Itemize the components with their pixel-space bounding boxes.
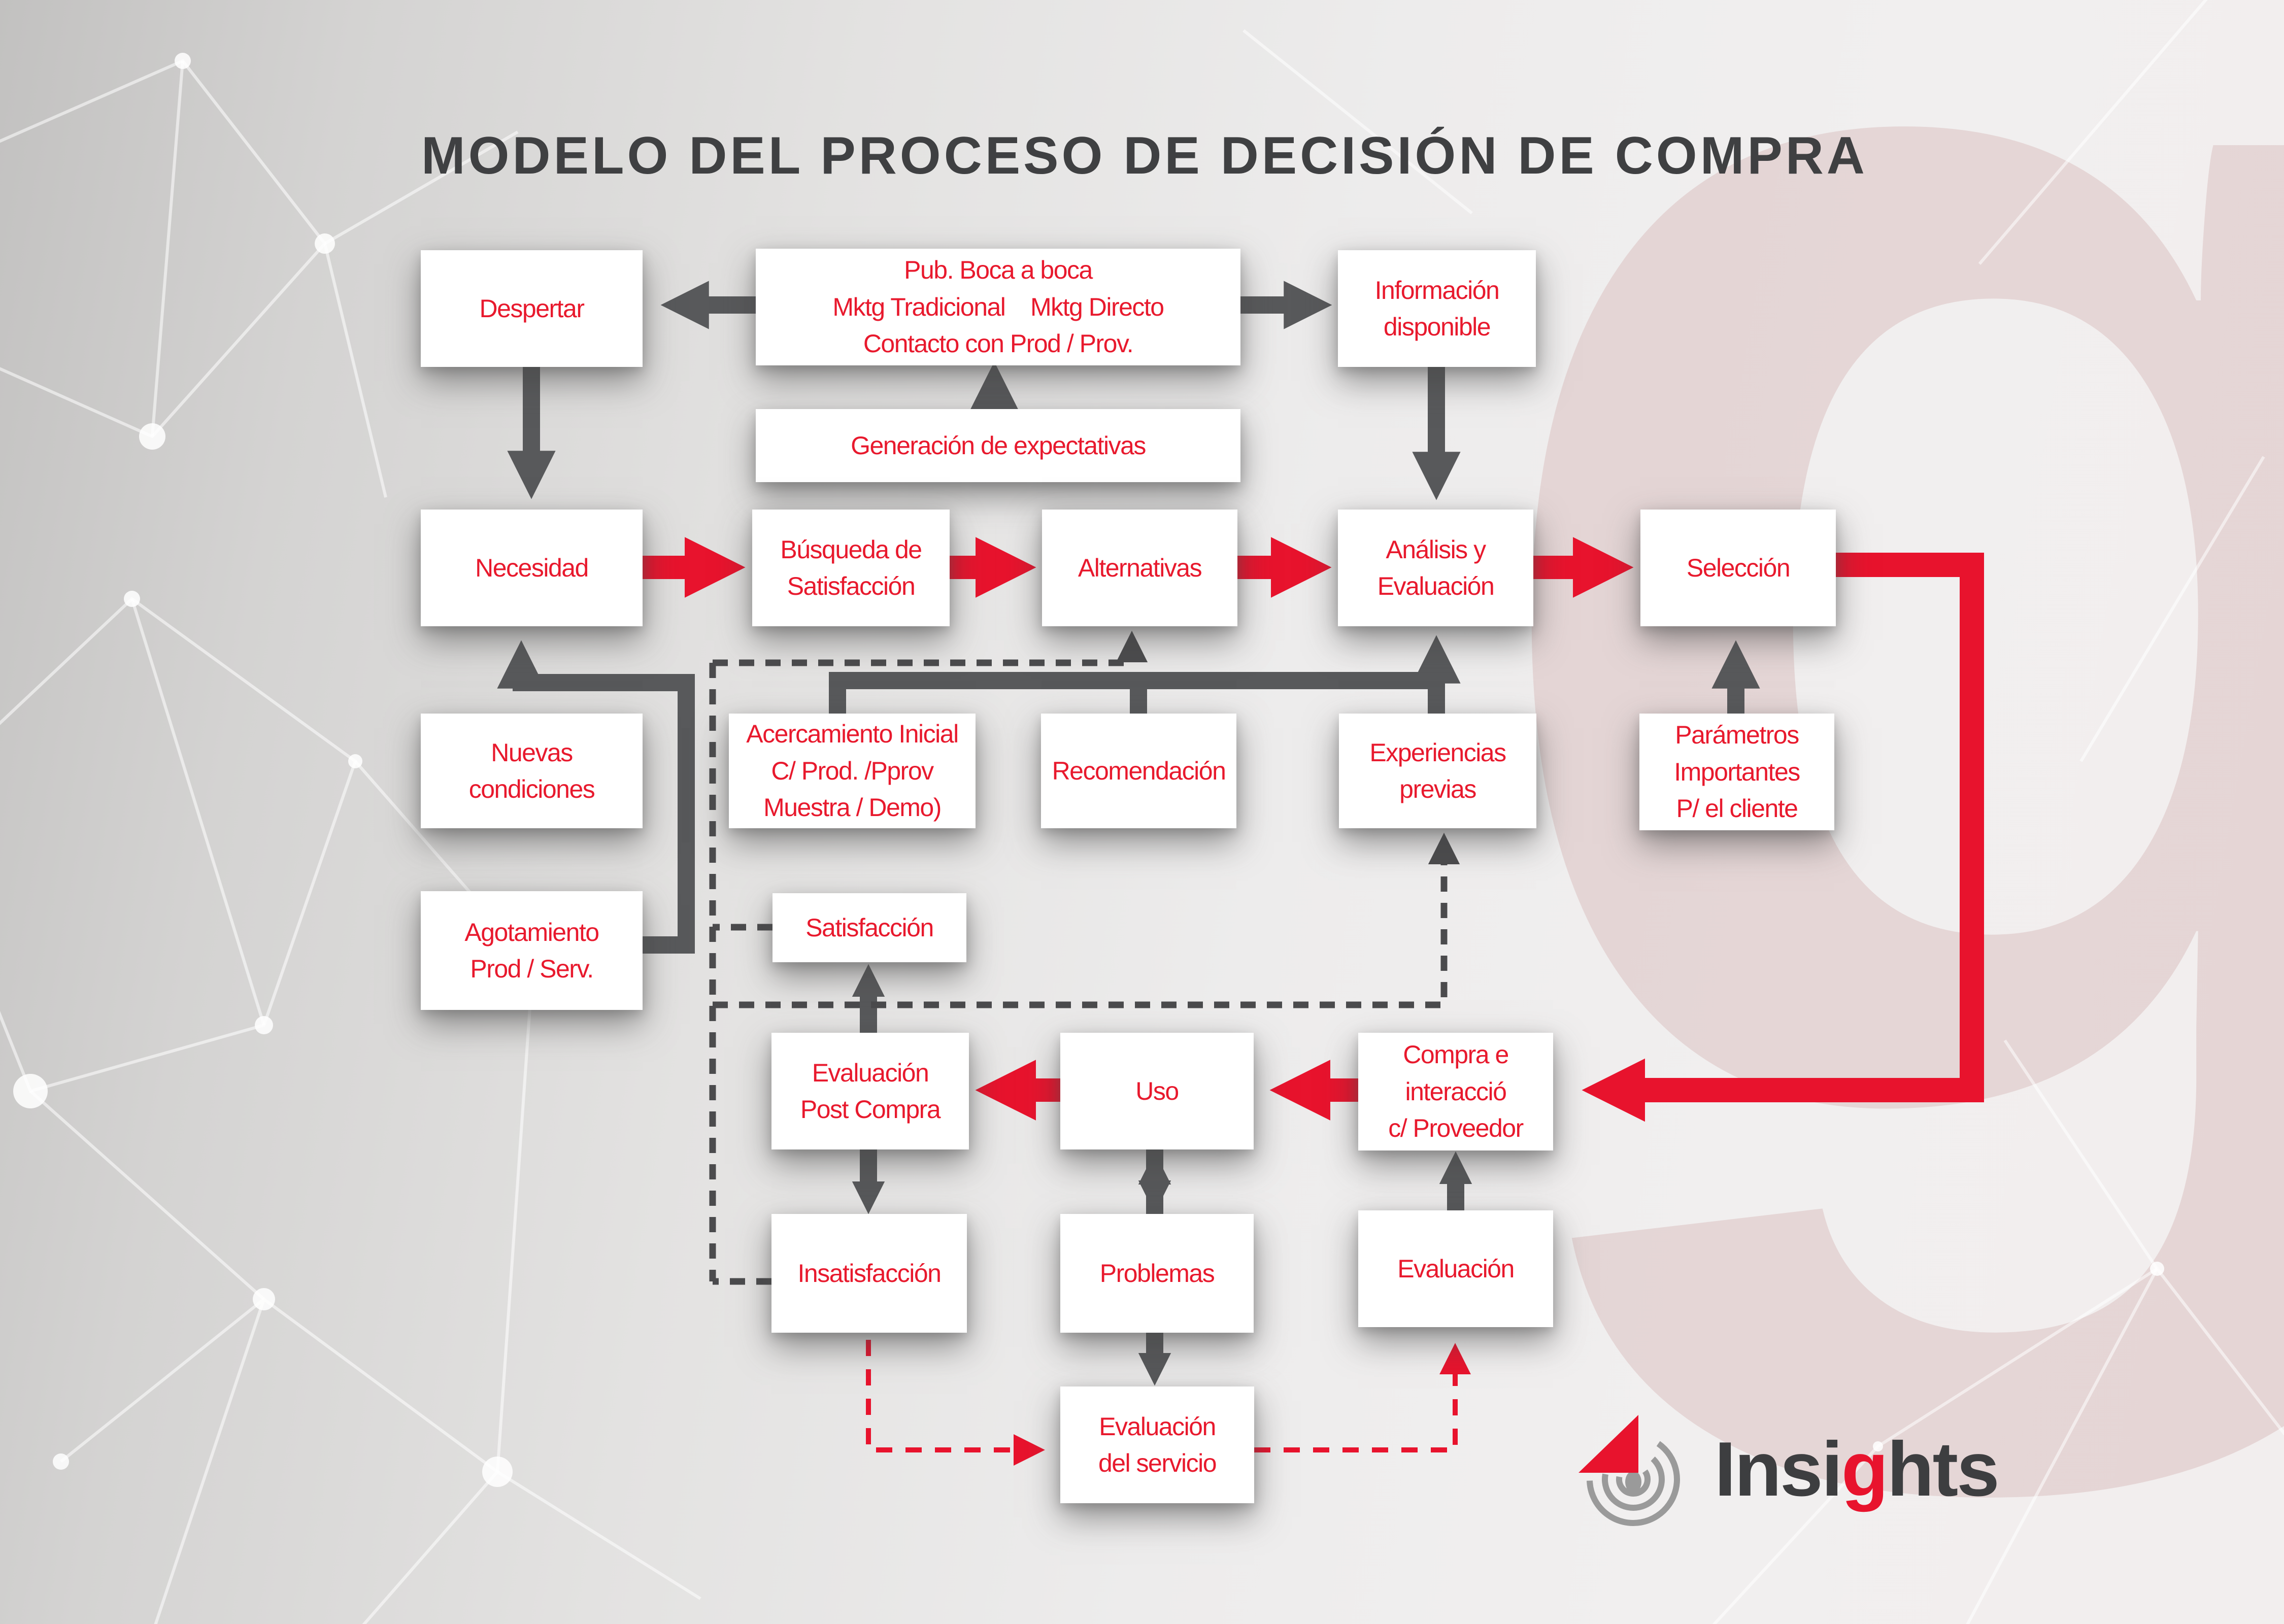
logo-accent-g: g: [1841, 1426, 1889, 1512]
arrow-seleccion-to-compra: [1582, 553, 1984, 1122]
node-evaluacion-post-compra: Evaluación Post Compra: [771, 1033, 969, 1149]
node-satisfaccion: Satisfacción: [772, 893, 966, 962]
node-agotamiento: Agotamiento Prod / Serv.: [421, 891, 643, 1010]
node-recomendacion: Recomendación: [1041, 714, 1236, 828]
page-title: MODELO DEL PROCESO DE DECISIÓN DE COMPRA: [421, 126, 1868, 185]
node-insatisfaccion: Insatisfacción: [771, 1214, 967, 1333]
red-dashed-insatisfaccion-to-evalservicio: [866, 1340, 1045, 1466]
node-necesidad: Necesidad: [421, 510, 643, 626]
node-analisis-evaluacion: Análisis y Evaluación: [1338, 510, 1533, 626]
node-seleccion: Selección: [1640, 510, 1836, 626]
node-generacion-expectativas: Generación de expectativas: [756, 409, 1240, 482]
node-nuevas-condiciones: Nuevas condiciones: [421, 714, 643, 828]
connector-agotamiento-loop: [521, 674, 695, 954]
node-compra-interaccion: Compra e interacció c/ Proveedor: [1358, 1033, 1553, 1151]
connector-collector-horizontal: [829, 672, 1436, 714]
node-evaluacion-servicio: Evaluación del servicio: [1060, 1386, 1254, 1503]
insights-logo: Insights: [1573, 1411, 2000, 1528]
node-evaluacion: Evaluación: [1358, 1210, 1553, 1327]
node-experiencias-previas: Experiencias previas: [1339, 714, 1536, 828]
node-pub-boca-a-boca: Pub. Boca a boca Mktg Tradicional Mktg D…: [756, 249, 1240, 365]
dashed-to-experiencias: [713, 832, 1460, 1008]
node-despertar: Despertar: [421, 250, 643, 367]
node-parametros-importantes: Parámetros Importantes P/ el cliente: [1639, 714, 1834, 830]
node-informacion-disponible: Información disponible: [1338, 250, 1536, 367]
node-acercamiento-inicial: Acercamiento Inicial C/ Prod. /Pprov Mue…: [729, 714, 976, 828]
node-busqueda-satisfaccion: Búsqueda de Satisfacción: [752, 510, 950, 626]
red-dashed-evalservicio-to-evaluacion: [1254, 1343, 1471, 1452]
logo-triangle-icon: [1578, 1415, 1638, 1473]
node-alternativas: Alternativas: [1042, 510, 1237, 626]
node-problemas: Problemas: [1060, 1214, 1254, 1333]
logo-target-icon: [1578, 1415, 1680, 1526]
node-uso: Uso: [1060, 1033, 1254, 1149]
dashed-to-alternativas: [713, 630, 1148, 666]
logo-wordmark: Insights: [1715, 1426, 2000, 1512]
